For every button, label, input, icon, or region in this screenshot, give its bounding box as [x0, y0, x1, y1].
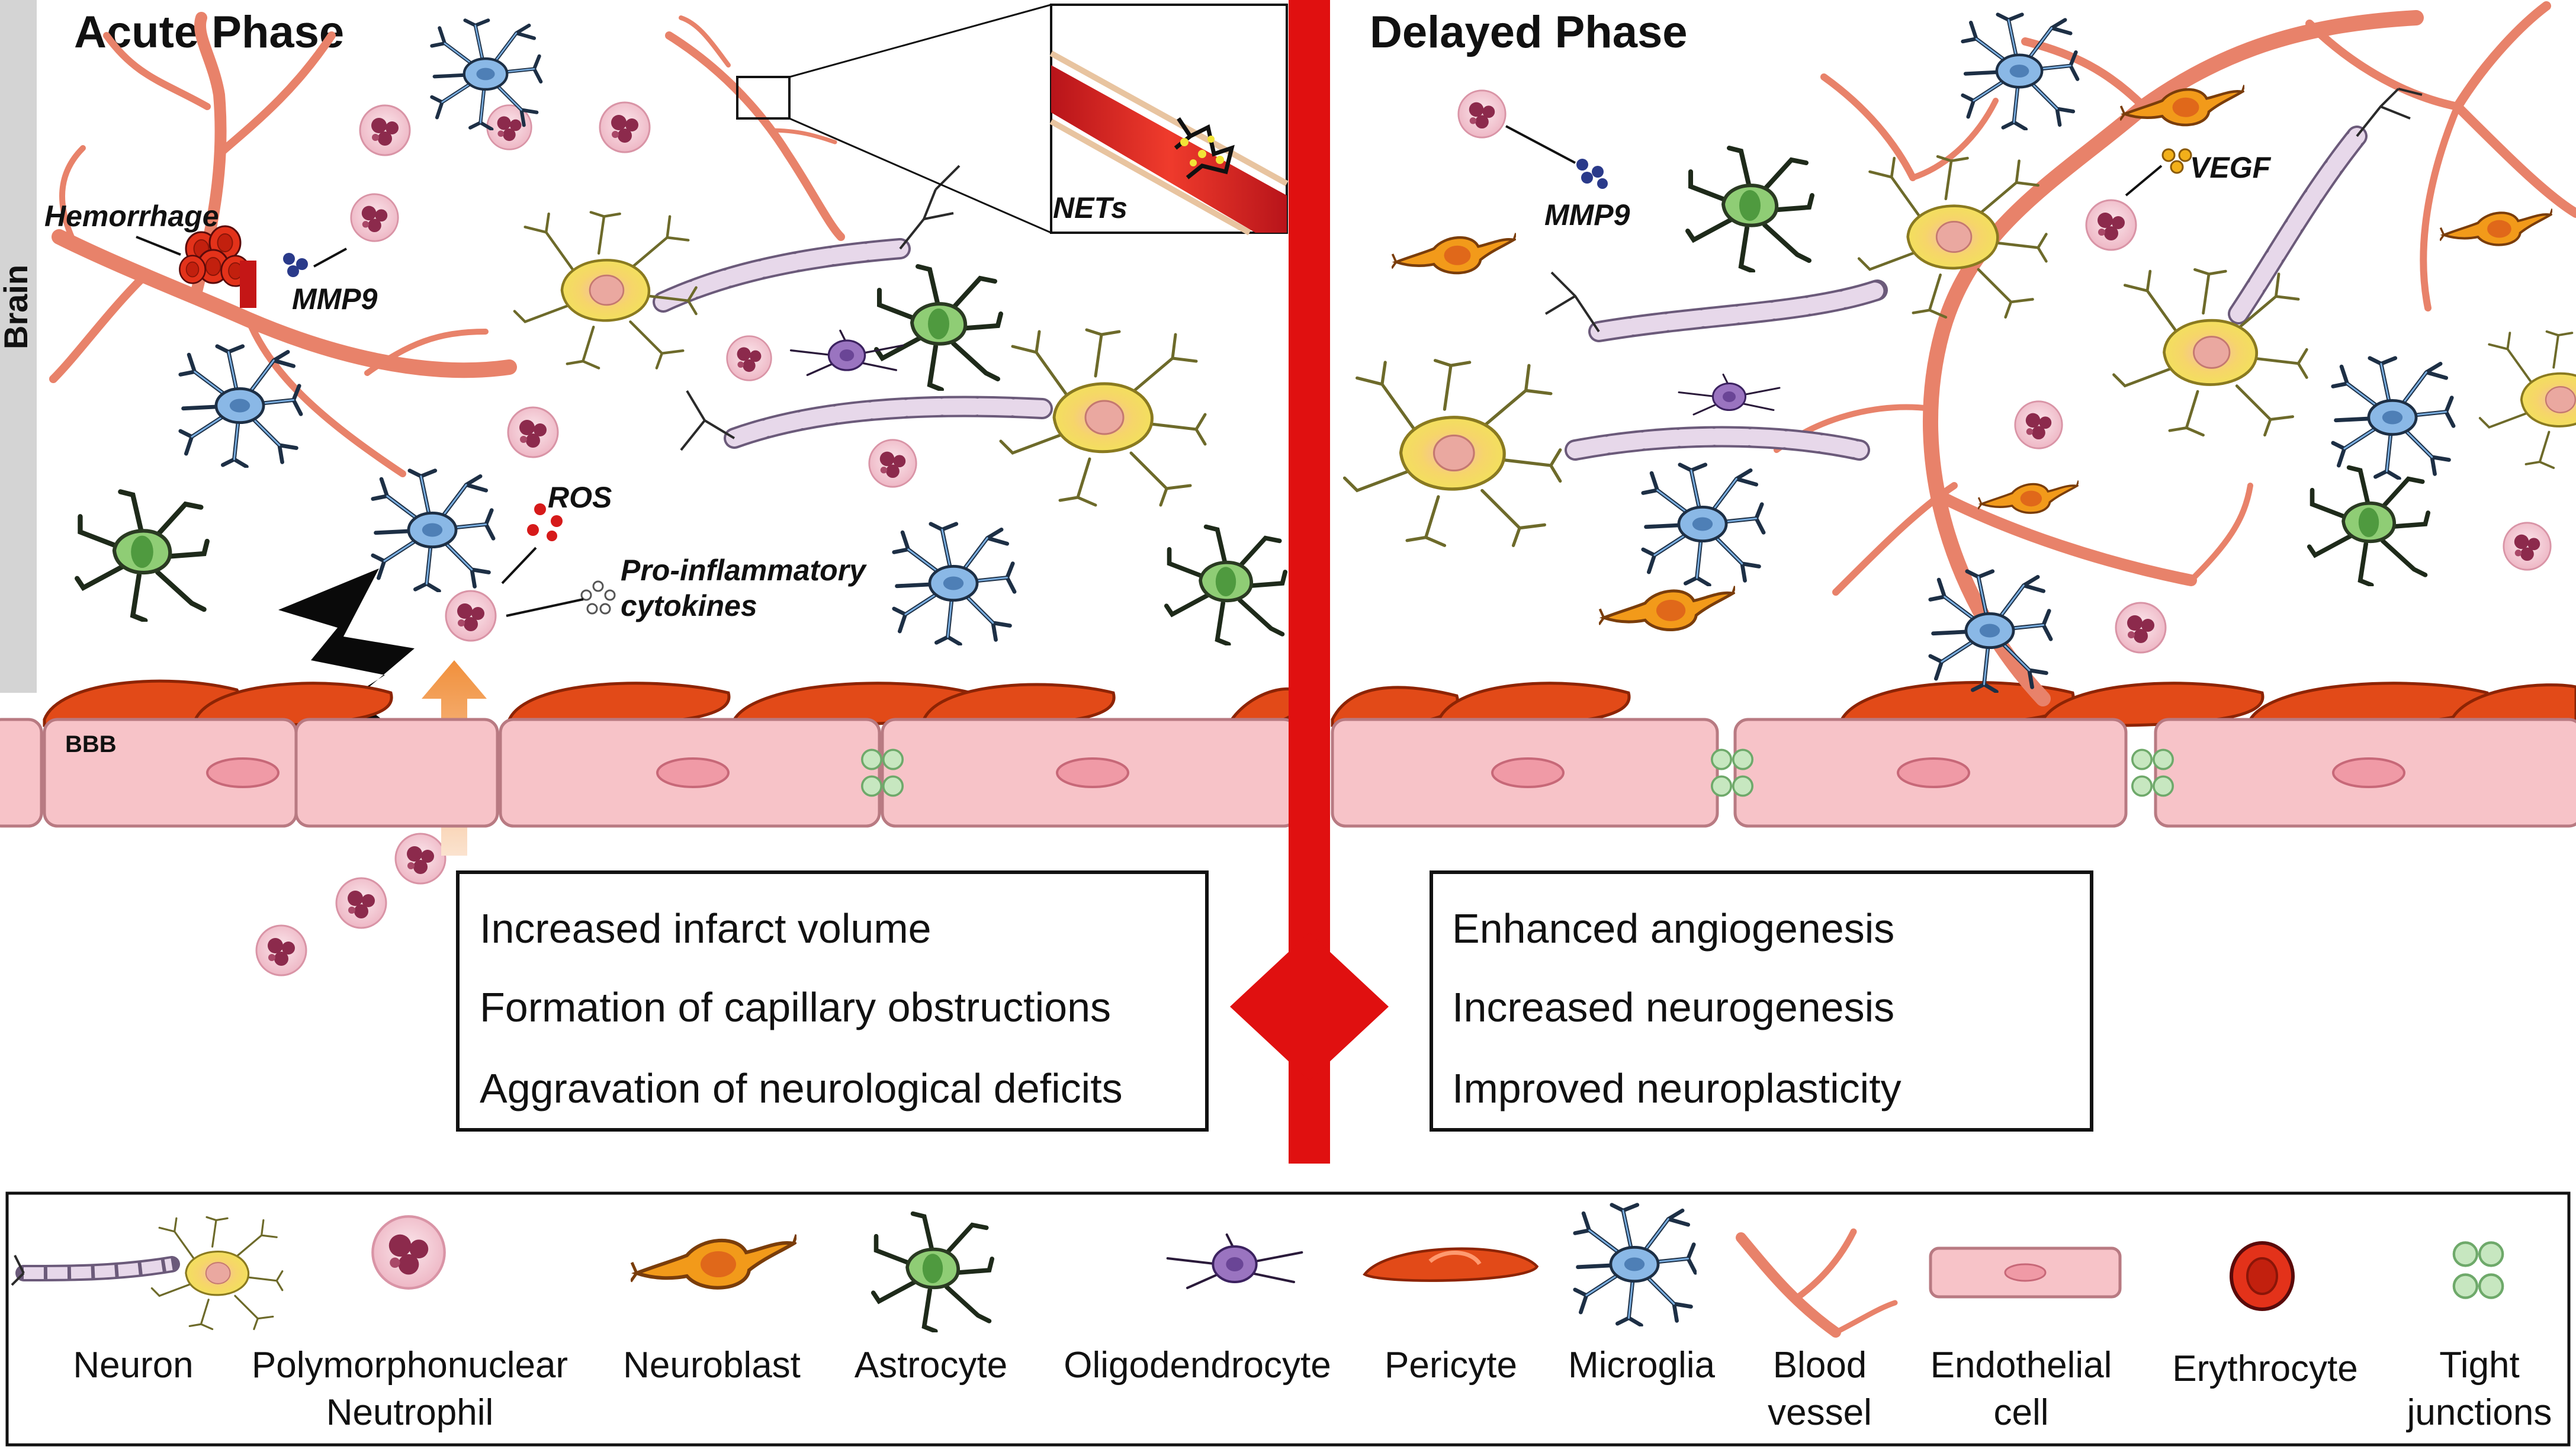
vegf-arrow [2125, 165, 2163, 197]
ros-label: ROS [548, 481, 612, 514]
legend-label-tight-junctions-2: junctions [2406, 1392, 2552, 1433]
nets-inset: NETs [1049, 4, 1289, 236]
cytokines-label-2: cytokines [621, 589, 757, 622]
legend-label-neutrophil-2: Neutrophil [326, 1392, 494, 1433]
hemorrhage-cluster [179, 225, 256, 308]
mmp9-arrow-acute [313, 248, 347, 268]
mmp9-dots-acute [283, 253, 308, 277]
mmp9-arrow-delayed [1505, 125, 1576, 164]
nets-zoom-line-2 [789, 117, 1052, 234]
legend-label-blood-vessel-1: Blood [1773, 1345, 1867, 1386]
endothelial-cells-bbb [0, 718, 2576, 828]
erythrocyte-icon [2231, 1243, 2293, 1309]
legend-item-astrocyte: Astrocyte [855, 1214, 1007, 1386]
divider-diamond [1230, 933, 1389, 1081]
cytokines-arrow [506, 598, 584, 617]
legend-label-tight-junctions-1: Tight [2439, 1345, 2520, 1386]
microglia-delayed [1643, 15, 2453, 692]
legend-label-pericyte: Pericyte [1385, 1345, 1517, 1386]
delayed-outcome-2: Increased neurogenesis [1452, 984, 1894, 1030]
bbb-label: BBB [65, 731, 117, 757]
legend-label-neuron: Neuron [73, 1345, 193, 1386]
blood-brain-barrier: BBB [0, 679, 2576, 828]
blood-vessel-tree [49, 12, 845, 477]
legend-label-neuroblast: Neuroblast [623, 1345, 801, 1386]
legend-label-neutrophil-1: Polymorphonuclear [252, 1345, 568, 1386]
astrocytes-delayed [1688, 148, 2428, 585]
ros-dots [527, 503, 563, 541]
legend-item-oligodendrocyte: Oligodendrocyte [1064, 1235, 1331, 1386]
legend-item-pericyte: Pericyte [1364, 1249, 1537, 1386]
brain-label: Brain [0, 265, 34, 349]
legend-item-tight-junctions: Tight junctions [2406, 1242, 2552, 1433]
acute-outcome-1: Increased infarct volume [480, 905, 932, 952]
legend-label-microglia: Microglia [1568, 1345, 1716, 1386]
neutrophils-delayed [1457, 89, 2552, 654]
cytokine-dots [580, 580, 616, 615]
endothelial-cell-icon [1929, 1246, 2122, 1299]
endothelial-nuclei [206, 757, 2405, 788]
legend-label-astrocyte: Astrocyte [855, 1345, 1007, 1386]
legend-item-neuron: Neuron [11, 1216, 284, 1386]
blood-vessel-icon [1736, 1228, 1898, 1338]
delayed-outcome-1: Enhanced angiogenesis [1452, 905, 1894, 952]
nets-zoom-line-1 [789, 4, 1052, 78]
legend-label-endothelial-1: Endothelial [1931, 1345, 2112, 1386]
legend: Neuron Polymorphonuclear Neutrophil Neur… [5, 1191, 2571, 1447]
neuroblasts-delayed [1392, 85, 2552, 630]
legend-item-endothelial-cell: Endothelial cell [1929, 1246, 2122, 1433]
delayed-outcome-3: Improved neuroplasticity [1452, 1065, 1902, 1111]
vegf-label: VEGF [2190, 151, 2272, 184]
lightning-bolt-icon [278, 568, 447, 770]
vegf-dots [2161, 148, 2192, 174]
cytokines-label-1: Pro-inflammatory [621, 554, 867, 587]
acute-outcome-3: Aggravation of neurological deficits [480, 1065, 1123, 1111]
legend-label-blood-vessel-2: vessel [1768, 1392, 1872, 1433]
legend-label-erythrocyte: Erythrocyte [2172, 1348, 2358, 1389]
acute-outcomes-box: Increased infarct volume Formation of ca… [456, 870, 1209, 1132]
acute-phase-panel: Acute Phase Hemorrhage [44, 4, 1289, 976]
legend-item-erythrocyte: Erythrocyte [2172, 1243, 2358, 1389]
legend-item-blood-vessel: Blood vessel [1736, 1228, 1898, 1433]
neurons-delayed [1345, 88, 2576, 545]
legend-label-endothelial-2: cell [1993, 1392, 2048, 1433]
mmp9-dots-delayed [1576, 159, 1608, 189]
nets-label: NETs [1053, 191, 1128, 224]
brain-side-bar [0, 0, 37, 693]
legend-item-neuroblast: Neuroblast [623, 1235, 801, 1386]
hemorrhage-arrow [136, 236, 181, 256]
delayed-phase-title: Delayed Phase [1370, 7, 1688, 57]
mmp9-label-acute: MMP9 [292, 282, 378, 316]
ros-arrow [501, 547, 537, 584]
neuron-icon [11, 1216, 284, 1331]
acute-outcome-2: Formation of capillary obstructions [480, 984, 1111, 1030]
neurons-acute [515, 165, 1205, 505]
legend-item-neutrophil: Polymorphonuclear Neutrophil [252, 1216, 568, 1433]
neutrophils-acute [255, 101, 917, 976]
blood-vessel-network [1774, 1, 2576, 706]
microglia-acute [181, 20, 1014, 644]
hemorrhage-label: Hemorrhage [44, 200, 219, 233]
neutrophil-icon [372, 1216, 444, 1288]
delayed-outcomes-box: Enhanced angiogenesis Increased neurogen… [1430, 870, 2093, 1132]
legend-label-oligodendrocyte: Oligodendrocyte [1064, 1345, 1331, 1386]
mmp9-label-delayed: MMP9 [1544, 198, 1630, 232]
nets-zoom-source [736, 76, 791, 120]
delayed-phase-panel: Delayed Phase [1345, 1, 2576, 706]
legend-item-microglia: Microglia [1568, 1205, 1716, 1386]
